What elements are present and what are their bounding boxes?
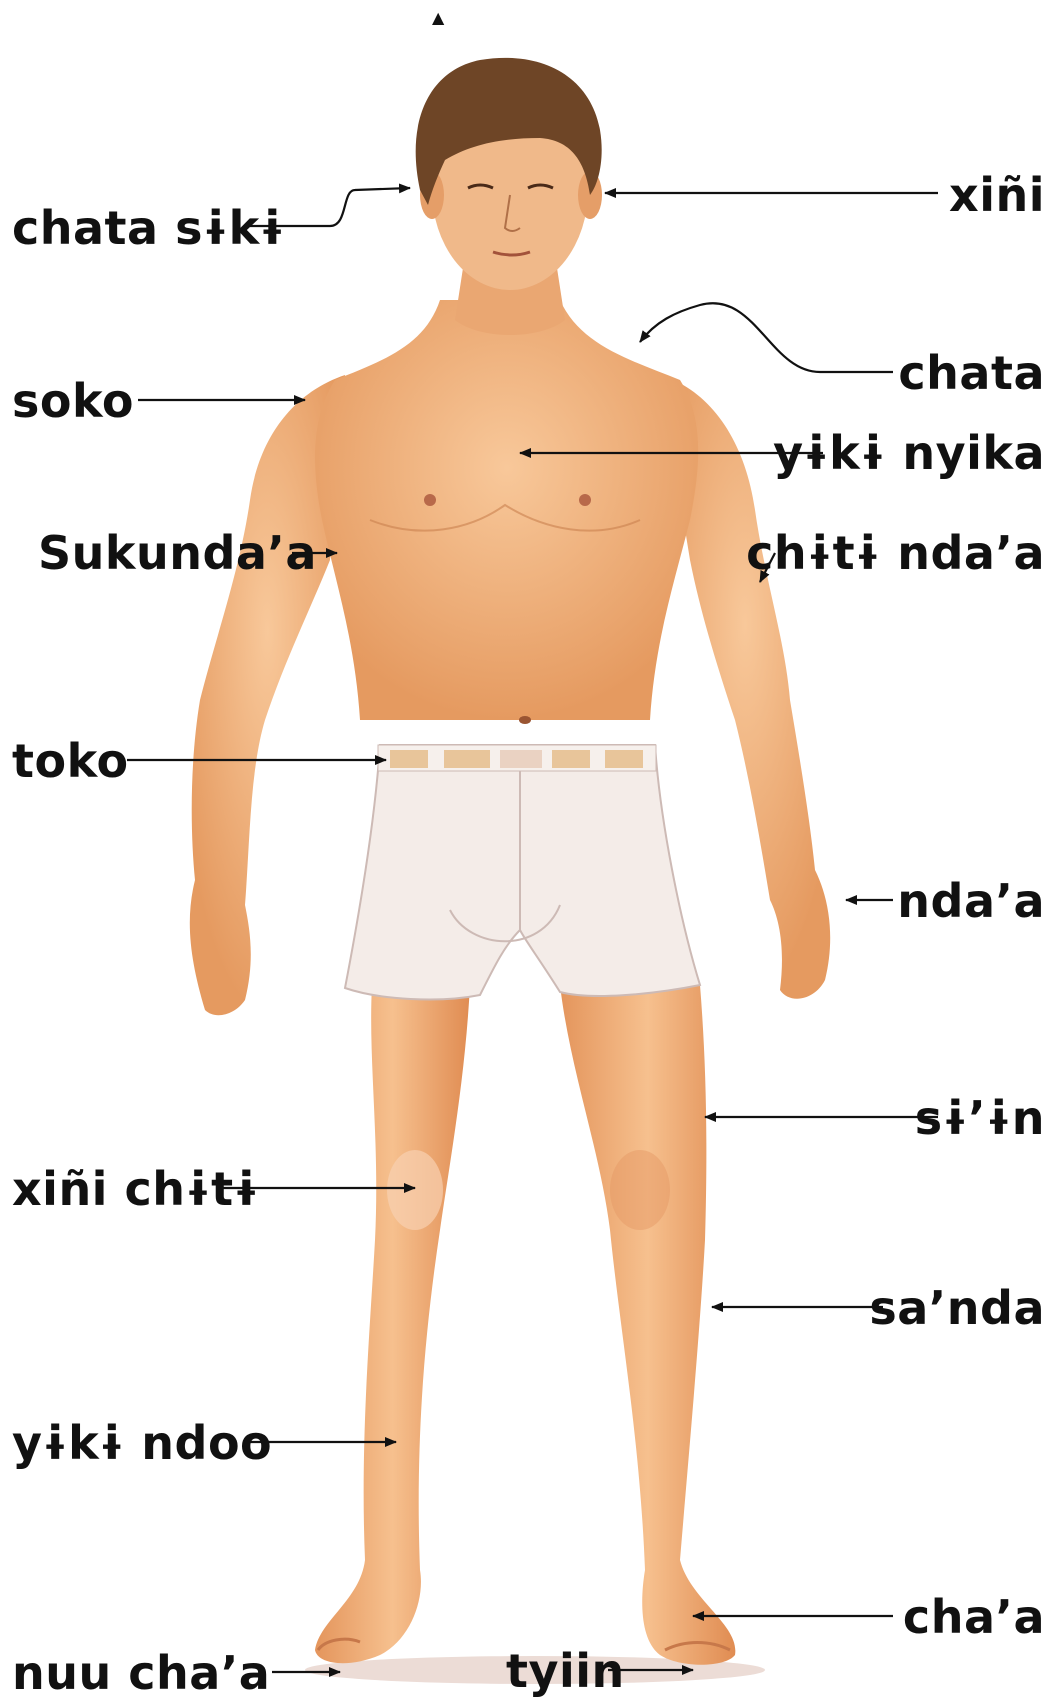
label-xini: xiñi (949, 172, 1045, 218)
label-si-in: sɨ’ɨn (915, 1095, 1045, 1141)
label-soko: soko (12, 378, 134, 424)
label-xini-chiti: xiñi chɨtɨ (12, 1166, 259, 1212)
label-chiti-nda-a: chɨtɨ nda’a (746, 530, 1045, 576)
label-sa-nda: sa’nda (869, 1285, 1045, 1331)
pointer-chata (640, 303, 893, 372)
left-nipple (424, 494, 436, 506)
left-knee (387, 1150, 443, 1230)
belt-segment-5 (605, 750, 643, 768)
top-marker: ▲ (432, 8, 444, 27)
label-sukunda-a: Sukunda’a (38, 530, 317, 576)
label-cha-a: cha’a (903, 1594, 1045, 1640)
navel (519, 716, 531, 724)
label-yiki-ndoo: yɨkɨ ndoo (12, 1420, 272, 1466)
right-nipple (579, 494, 591, 506)
shorts (345, 745, 700, 999)
label-nda-a: nda’a (897, 878, 1045, 924)
right-leg (560, 985, 735, 1665)
belt-segment-3 (500, 750, 542, 768)
left-leg (315, 985, 470, 1663)
label-chata: chata (898, 350, 1045, 396)
label-tyiin: tyiin (506, 1648, 625, 1694)
right-knee (610, 1150, 670, 1230)
torso (315, 300, 698, 720)
belt-segment-2 (444, 750, 490, 768)
belt-segment-4 (552, 750, 590, 768)
label-yiki-nyika: yɨkɨ nyika (773, 430, 1045, 476)
belt-segment-1 (390, 750, 428, 768)
label-nuu-cha-a: nuu cha’a (12, 1650, 270, 1696)
label-toko: toko (12, 738, 129, 784)
label-chata-siki: chata sɨkɨ (12, 205, 285, 251)
